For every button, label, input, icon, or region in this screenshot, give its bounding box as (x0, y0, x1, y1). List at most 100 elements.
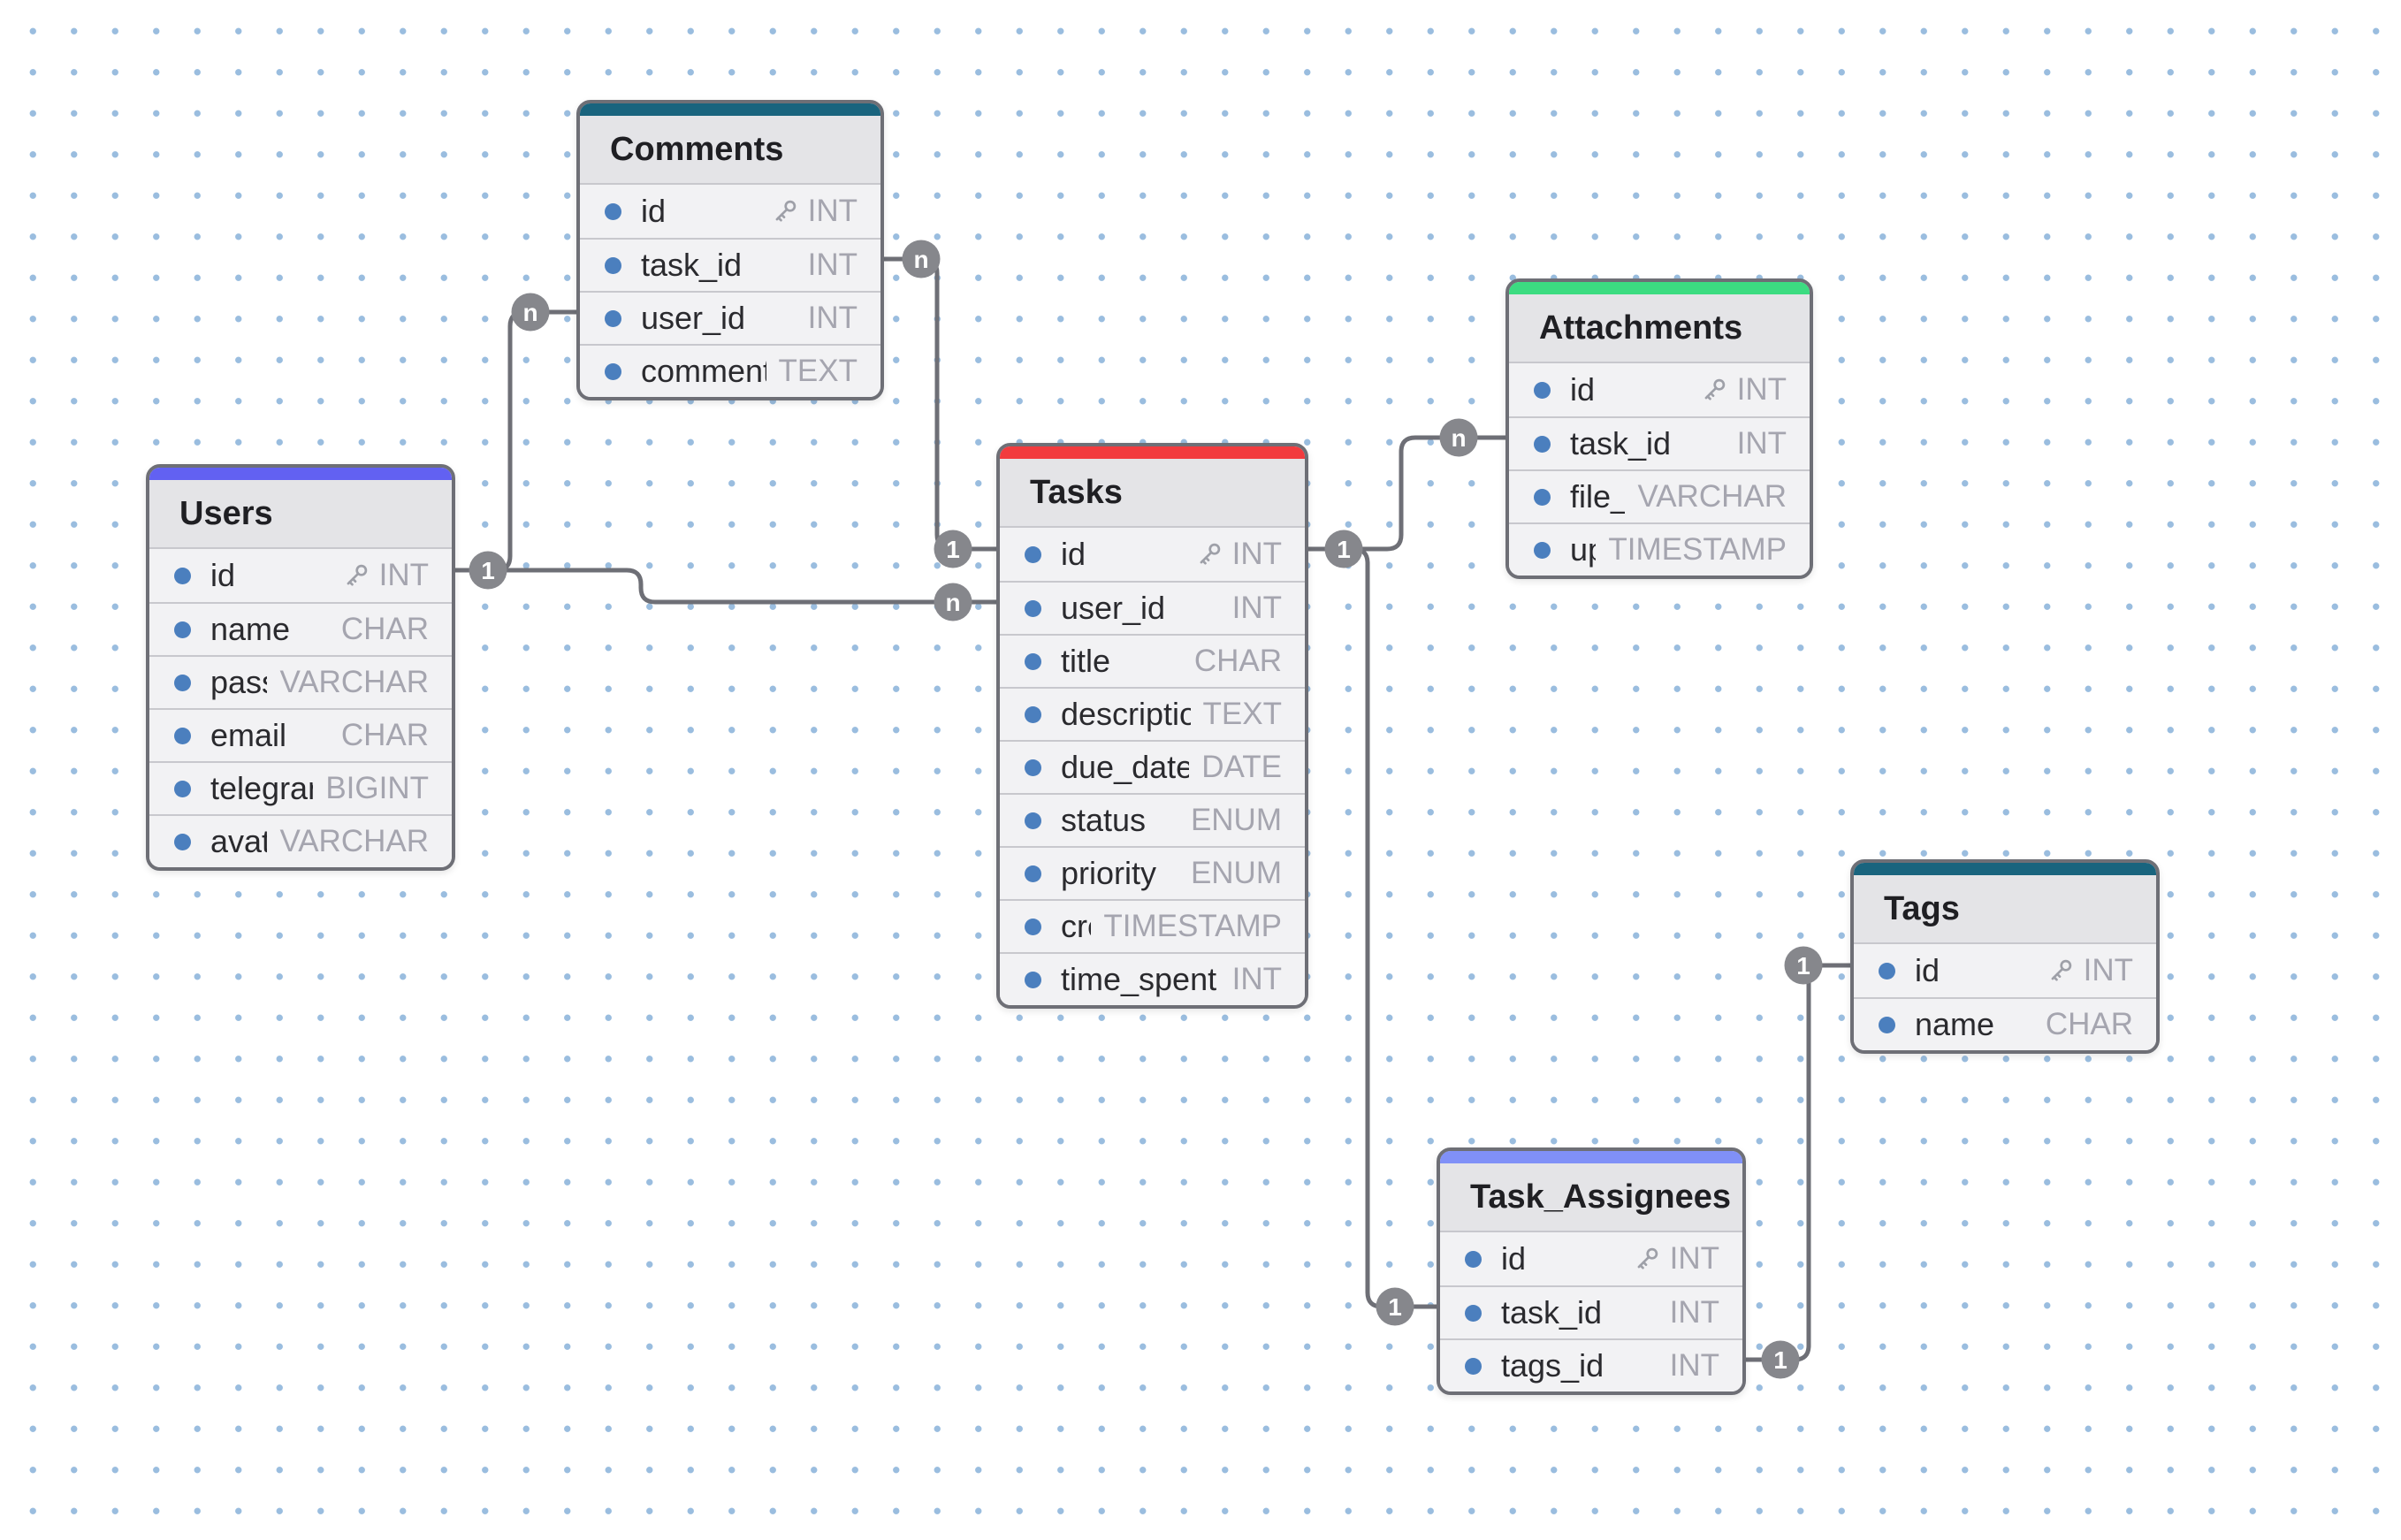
field-row-task_id[interactable]: task_id INT (1440, 1285, 1742, 1338)
field-type: TEXT (779, 354, 858, 389)
table-Tasks[interactable]: Tasks idINTuser_idINTtitleCHARdescription… (996, 443, 1308, 1009)
field-row-file_path[interactable]: file_path VARCHAR (1509, 469, 1810, 522)
field-type-label: TEXT (1202, 697, 1282, 731)
primary-key-icon (2051, 959, 2071, 981)
field-name: task_id (1501, 1294, 1603, 1330)
table-accent-bar (1509, 282, 1810, 294)
field-dot-icon (174, 567, 191, 584)
field-type-label: VARCHAR (279, 665, 429, 699)
field-row-created...[interactable]: created... TIMESTAMP (1000, 899, 1305, 952)
field-name: password (210, 664, 267, 700)
table-title-label: Attachments (1539, 309, 1743, 347)
field-type: BIGINT (325, 771, 429, 806)
field-type: INT (1194, 537, 1282, 572)
field-type: INT (1737, 426, 1787, 461)
field-type: ENUM (1191, 856, 1282, 891)
field-name: user_id (641, 300, 746, 336)
table-title: Tags (1854, 875, 2156, 944)
relationship-line-Comments.task_id-Tasks.id[interactable] (877, 256, 996, 552)
field-name: upload... (1570, 531, 1596, 568)
cardinality-badge: 1 (934, 530, 972, 568)
primary-key-icon (1637, 1247, 1658, 1269)
field-type: INT (1670, 1348, 1719, 1384)
field-type-label: ENUM (1190, 856, 1282, 890)
field-dot-icon (174, 833, 191, 850)
field-type: INT (770, 194, 858, 229)
field-dot-icon (605, 202, 621, 220)
field-type-label: INT (807, 301, 858, 335)
field-row-user_id[interactable]: user_id INT (580, 291, 880, 344)
field-row-upload...[interactable]: upload... TIMESTAMP (1509, 522, 1810, 576)
field-type-label: INT (1231, 537, 1282, 571)
field-row-comment[interactable]: comment TEXT (580, 344, 880, 397)
field-name: title (1061, 643, 1111, 679)
relationship-line-Tasks.id-Task_Assignees.task_id[interactable] (1301, 546, 1437, 1309)
relationship-line-Tags.id-Task_Assignees.tags_id[interactable] (1739, 963, 1850, 1362)
field-name: name (1915, 1006, 1995, 1042)
field-row-due_date[interactable]: due_date DATE (1000, 740, 1305, 793)
field-type-label: INT (1669, 1295, 1719, 1330)
field-dot-icon (1534, 381, 1551, 399)
field-type-label: INT (1231, 591, 1282, 625)
field-row-password[interactable]: password VARCHAR (149, 655, 452, 708)
field-type-label: BIGINT (325, 771, 429, 805)
field-type: DATE (1201, 750, 1282, 785)
svg-text:1: 1 (1337, 536, 1351, 563)
primary-key-icon (775, 200, 796, 222)
field-dot-icon (1025, 759, 1041, 776)
field-name: status (1061, 802, 1147, 838)
field-dot-icon (174, 621, 191, 638)
table-Users[interactable]: UsersidINTnameCHARpasswordVARCHARemailCH… (146, 464, 455, 871)
field-type: TIMESTAMP (1608, 532, 1787, 568)
field-name: file_path (1570, 478, 1625, 515)
field-type-label: INT (1736, 372, 1787, 407)
relationship-line-Users.id-Tasks.user_id[interactable] (448, 568, 996, 605)
relationship-line-Tasks.id-Attachments.task_id[interactable] (1301, 435, 1505, 552)
field-name: due_date (1061, 749, 1190, 785)
cardinality-badge: 1 (469, 551, 507, 590)
table-title-label: Tasks (1030, 473, 1123, 511)
field-name: comment (641, 353, 766, 389)
field-dot-icon (1879, 1016, 1895, 1033)
field-type-label: TIMESTAMP (1103, 909, 1282, 943)
field-row-avatar_pa...[interactable]: avatar_pa...VARCHAR (149, 814, 452, 867)
field-type: VARCHAR (1637, 479, 1787, 515)
field-type-label: INT (807, 248, 858, 282)
field-dot-icon (1025, 599, 1041, 617)
field-row-telegram_id[interactable]: telegram_idBIGINT (149, 761, 452, 814)
relationship-line-Users.id-Comments.user_id[interactable] (448, 309, 576, 573)
table-accent-bar (149, 468, 452, 480)
table-title-label: Task_Assignees (1470, 1178, 1732, 1216)
field-type: INT (1632, 1241, 1719, 1277)
field-name: created... (1061, 908, 1091, 944)
field-dot-icon (1465, 1357, 1482, 1375)
field-row-description[interactable]: descriptionTEXT (1000, 687, 1305, 740)
field-type: INT (808, 301, 858, 336)
field-dot-icon (1534, 435, 1551, 453)
table-title: Attachments (1509, 294, 1810, 363)
field-name: id (1915, 952, 1940, 988)
svg-text:n: n (1451, 424, 1466, 452)
